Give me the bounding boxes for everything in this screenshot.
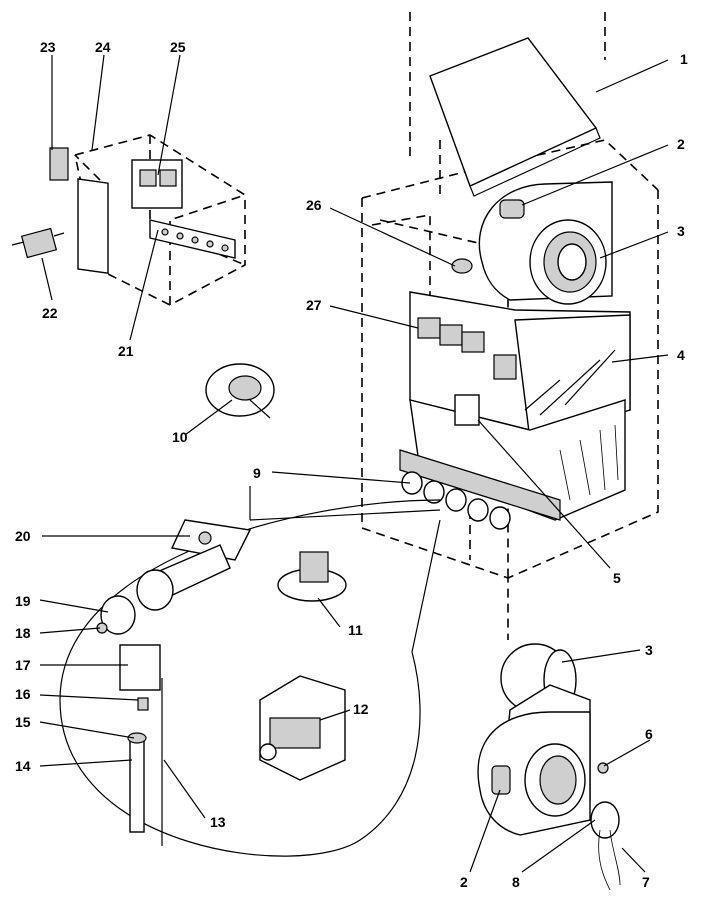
blower-mount-bracket — [499, 199, 525, 219]
auxiliary-limit — [205, 363, 275, 419]
callout-17: 17 — [15, 657, 31, 673]
callout-6: 6 — [645, 726, 653, 742]
callout-3-lower: 3 — [645, 642, 653, 658]
callout-4: 4 — [677, 347, 685, 363]
callout-26: 26 — [306, 197, 322, 213]
callout-11: 11 — [348, 622, 363, 638]
callout-18: 18 — [15, 625, 31, 641]
callout-12: 12 — [353, 701, 369, 717]
heat-exchanger-assembly — [409, 291, 631, 521]
callout-16: 16 — [15, 686, 31, 702]
callout-1: 1 — [680, 51, 688, 67]
door-switch — [11, 227, 65, 259]
upper-blower-assembly — [478, 181, 613, 305]
callout-13: 13 — [210, 814, 226, 830]
terminal-cover — [77, 178, 109, 274]
lower-blower-assembly — [477, 643, 621, 891]
callout-21: 21 — [118, 343, 134, 359]
burner-detail-circle — [59, 499, 441, 857]
callout-9: 9 — [253, 465, 261, 481]
callout-7: 7 — [642, 874, 650, 890]
callout-14: 14 — [15, 758, 31, 774]
callout-23: 23 — [40, 39, 56, 55]
callout-22: 22 — [42, 305, 58, 321]
control-box — [49, 134, 246, 306]
callout-3: 3 — [677, 223, 685, 239]
flame-rollout-switch — [451, 258, 473, 274]
callout-19: 19 — [15, 593, 31, 609]
callout-20: 20 — [15, 528, 31, 544]
callout-labels: 1 2 3 4 5 26 27 23 24 25 22 21 10 9 20 1… — [15, 39, 688, 890]
callout-27: 27 — [306, 297, 322, 313]
callout-10: 10 — [172, 429, 188, 445]
air-filter — [429, 37, 601, 197]
callout-15: 15 — [15, 714, 31, 730]
limit-switch — [454, 394, 480, 426]
burner-port — [417, 317, 441, 339]
callout-2-lower: 2 — [460, 874, 468, 890]
callout-25: 25 — [170, 39, 186, 55]
callout-8: 8 — [512, 874, 520, 890]
callout-24: 24 — [95, 39, 111, 55]
burner-manifold — [399, 449, 561, 530]
transformer — [49, 147, 69, 181]
callout-5: 5 — [613, 570, 621, 586]
leader-lines — [39, 54, 669, 873]
callout-2: 2 — [677, 136, 685, 152]
